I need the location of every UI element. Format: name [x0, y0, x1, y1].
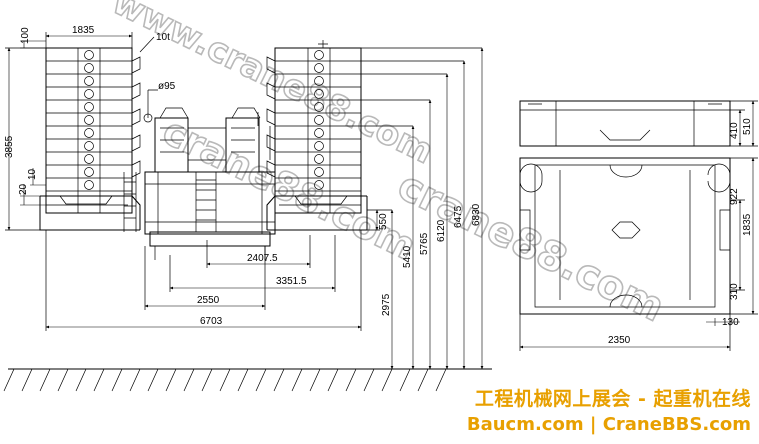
dim-1835-side: 1835	[742, 213, 753, 236]
dim-2407-5: 2407.5	[247, 253, 278, 264]
dim-550: 550	[378, 213, 389, 230]
dim-130: 130	[722, 317, 739, 328]
front-view-dimensions: 1835 100 10t ø95 3855 10 20 2407.5 3351.…	[4, 25, 484, 370]
left-container-stack	[39, 47, 141, 231]
watermark: www.crane88.com crane88.com crane88.com	[105, 0, 672, 332]
dim-2350: 2350	[608, 335, 631, 346]
ground-line	[3, 368, 492, 392]
dim-2975: 2975	[381, 293, 392, 316]
spreader-assembly	[123, 40, 328, 260]
dim-5410: 5410	[402, 245, 413, 268]
dim-10t: 10t	[156, 32, 170, 43]
dim-6475: 6475	[453, 205, 464, 228]
dim-1835-top: 1835	[72, 25, 95, 36]
footer-urls: Baucm.com | CraneBBS.com	[466, 414, 751, 435]
dim-100: 100	[20, 27, 31, 44]
right-container-stack	[266, 47, 368, 231]
dim-3351-5: 3351.5	[276, 276, 307, 287]
dim-510: 510	[742, 118, 753, 135]
side-view-dimensions: 410 510 922 1835 310 130 2350	[519, 100, 758, 351]
dim-6830: 6830	[471, 203, 482, 226]
dim-922: 922	[729, 188, 740, 205]
dim-3855: 3855	[4, 135, 15, 158]
dim-phi95: ø95	[158, 81, 176, 92]
footer-chinese-banner: 工程机械网上展会 - 起重机在线	[474, 388, 751, 410]
dim-310: 310	[729, 283, 740, 300]
dim-10: 10	[27, 168, 38, 180]
dim-20: 20	[18, 183, 29, 195]
dim-2550: 2550	[197, 295, 220, 306]
dim-6120: 6120	[436, 219, 447, 242]
watermark-line3: crane88.com	[391, 163, 672, 331]
dim-5765: 5765	[419, 232, 430, 255]
dim-6703: 6703	[200, 316, 223, 327]
dim-410: 410	[729, 122, 740, 139]
